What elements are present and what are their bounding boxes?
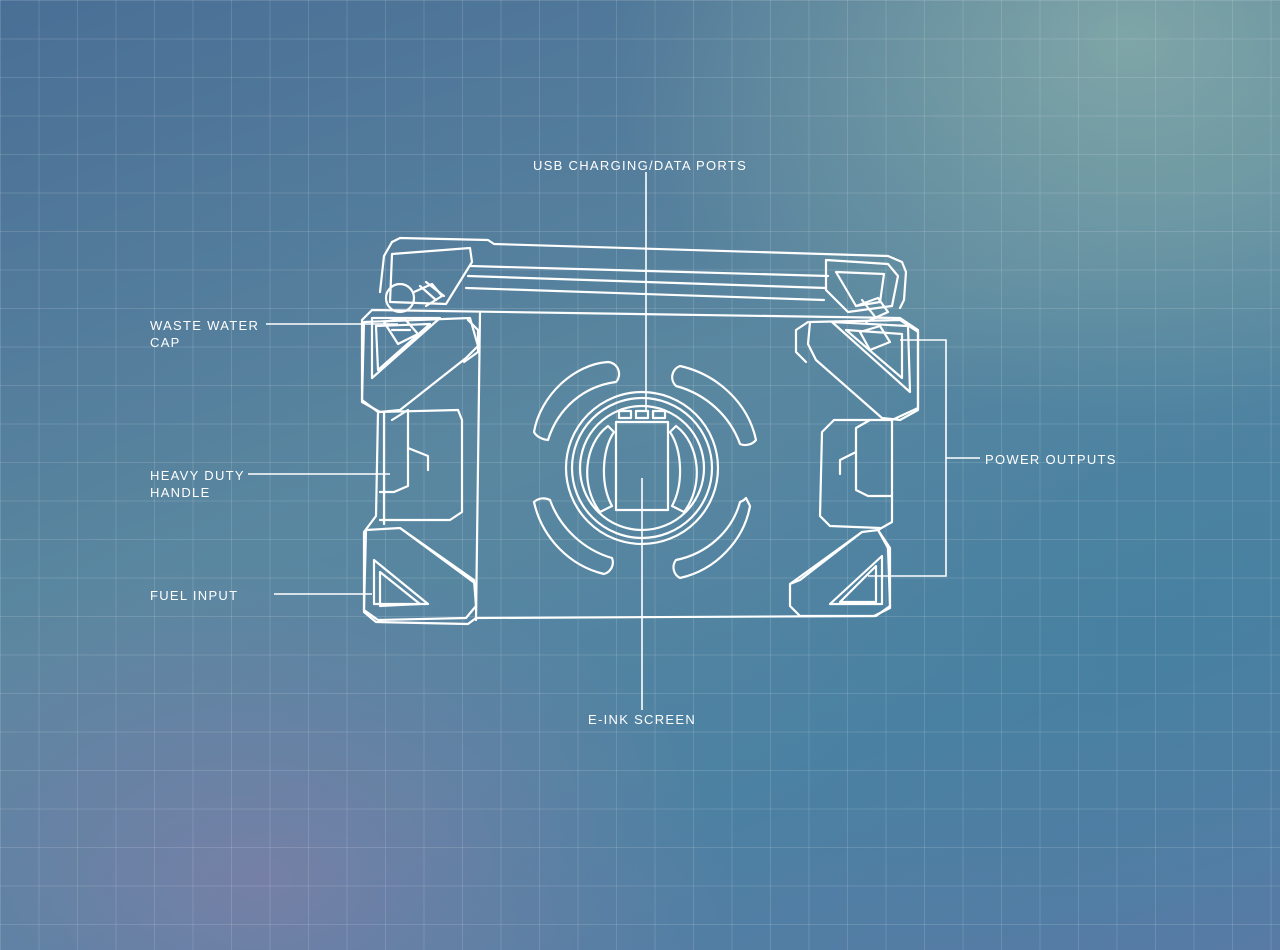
- label-waste-water-cap: WASTE WATER CAP: [150, 317, 259, 351]
- handle-right: [818, 418, 894, 530]
- corner-block-bottom-left: [362, 526, 478, 622]
- handle-left: [376, 408, 464, 526]
- corner-block-top-left: [360, 316, 480, 414]
- corner-block-bottom-right: [788, 528, 892, 618]
- label-e-ink-screen: E-INK SCREEN: [588, 712, 697, 727]
- label-usb-charging-data-ports: USB CHARGING/DATA PORTS: [533, 158, 748, 173]
- main-front-panel: [360, 308, 920, 626]
- label-heavy-duty-handle-line2: HANDLE: [150, 485, 211, 500]
- label-waste-water-cap-line1: WASTE WATER: [150, 318, 260, 333]
- top-rear-frame: [378, 236, 908, 314]
- corner-block-top-right: [806, 318, 920, 422]
- label-heavy-duty-handle: HEAVY DUTY HANDLE: [150, 467, 245, 501]
- label-waste-water-cap-line2: CAP: [150, 335, 181, 350]
- label-heavy-duty-handle-line1: HEAVY DUTY: [150, 468, 245, 483]
- leader-power-outputs: [868, 339, 980, 577]
- label-fuel-input: FUEL INPUT: [150, 588, 239, 603]
- center-display-assembly: [532, 360, 758, 580]
- waste-water-cap-drawing: [384, 280, 446, 314]
- label-power-outputs: POWER OUTPUTS: [985, 452, 1117, 467]
